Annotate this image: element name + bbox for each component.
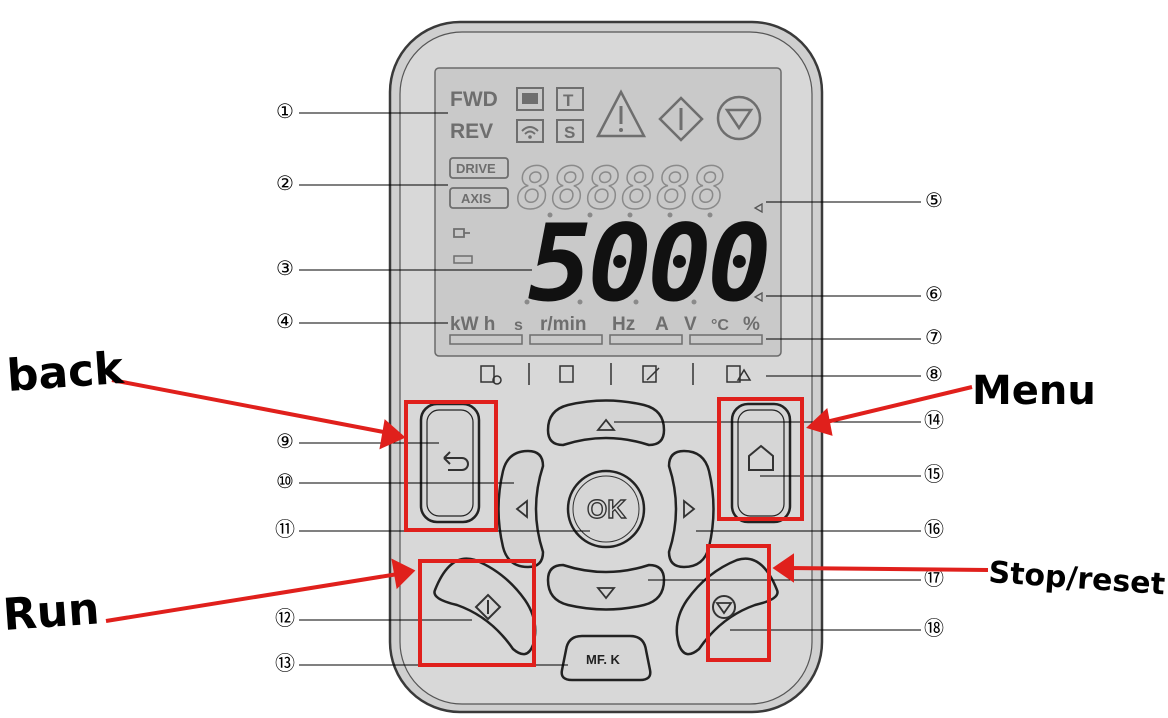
pc-icon: [516, 87, 544, 111]
left-arrow-icon: [515, 499, 528, 519]
menu-arrow-head: [806, 408, 833, 436]
menu-highlight-box: [717, 397, 804, 521]
stop-arrow-head: [772, 553, 794, 583]
menu-annotation: Menu: [972, 368, 1096, 414]
lcd-mode-t: T: [563, 91, 574, 110]
mfk-label: MF. K: [586, 652, 621, 667]
edit-icon: [642, 365, 657, 383]
lcd-axis-label: AXIS: [461, 191, 492, 206]
callout-16: ⑯: [924, 517, 944, 541]
left-button[interactable]: [497, 449, 545, 569]
callout-7: ⑦: [925, 325, 943, 349]
menu-button[interactable]: [730, 402, 792, 524]
unit-rmin: r/min: [540, 314, 586, 335]
stop-highlight-box: [706, 544, 771, 662]
callouts-right: ⑤ ⑥ ⑦ ⑧ ⑭ ⑮ ⑯ ⑰ ⑱: [924, 188, 944, 640]
callout-9: ⑨: [276, 429, 294, 453]
callout-1: ①: [276, 99, 294, 123]
run-key-icon: [474, 593, 502, 621]
callout-3: ③: [276, 256, 294, 280]
dpad: [497, 399, 715, 611]
back-highlight-box: [404, 400, 498, 532]
back-arrow-head: [379, 419, 406, 450]
svg-text:888888: 888888: [516, 154, 726, 222]
segment-display-upper: 888888: [515, 153, 726, 223]
mfk-button[interactable]: [560, 634, 652, 682]
lcd-screen: [434, 67, 782, 357]
callout-13: ⑬: [275, 651, 295, 675]
lcd-main-value: 5000: [528, 202, 767, 325]
right-arrow-icon: [683, 499, 696, 519]
lcd-fwd: FWD: [450, 88, 498, 111]
callout-12: ⑫: [275, 606, 295, 630]
callout-14: ⑭: [924, 408, 944, 432]
callout-17: ⑰: [924, 566, 944, 590]
stop-key-icon: [712, 595, 736, 619]
stop-arrow-line: [787, 566, 989, 572]
unit-hz: Hz: [612, 314, 635, 335]
bar-indicator: [453, 255, 473, 264]
warning-icon: [595, 89, 647, 138]
monitor-icon: [559, 365, 574, 383]
lcd-drive-label: DRIVE: [456, 161, 496, 176]
back-annotation: back: [5, 343, 127, 402]
ok-label: OK: [587, 494, 626, 524]
run-status-icon: [658, 96, 704, 142]
callout-18: ⑱: [924, 616, 944, 640]
back-arrow-icon: [443, 451, 469, 471]
run-arrow-head: [391, 558, 416, 590]
run-highlight-box: [418, 559, 536, 667]
unit-kwh: kW h: [450, 314, 495, 335]
home-icon: [748, 444, 774, 471]
callout-8: ⑧: [925, 362, 943, 386]
callout-2: ②: [276, 171, 294, 195]
up-button[interactable]: [546, 399, 666, 447]
callout-10: ⑩: [276, 469, 294, 493]
unit-s: s: [514, 317, 523, 334]
unit-a: A: [655, 314, 669, 335]
parameter-settings-icon: [480, 365, 495, 383]
unit-degc: °C: [711, 317, 729, 334]
right-button[interactable]: [667, 449, 715, 569]
wifi-icon: [516, 119, 544, 143]
callout-4: ④: [276, 309, 294, 333]
run-annotation: Run: [1, 583, 101, 641]
back-arrow-line: [111, 378, 395, 436]
run-arrow-line: [105, 572, 399, 623]
menu-arrow-line: [821, 385, 973, 425]
menu-icon-row: [480, 363, 752, 385]
unit-v: V: [684, 314, 697, 335]
up-arrow-icon: [596, 418, 616, 431]
fault-record-icon: [726, 365, 741, 383]
down-arrow-icon: [596, 587, 616, 600]
ok-button[interactable]: [566, 469, 646, 549]
callout-6: ⑥: [925, 282, 943, 306]
lcd-rev: REV: [450, 120, 493, 143]
callout-5: ⑤: [925, 188, 943, 212]
connector-icon: [453, 228, 470, 238]
stop-reset-annotation: Stop/reset: [987, 555, 1166, 602]
stop-reset-button[interactable]: [675, 557, 779, 656]
lcd-mode-s: S: [564, 123, 575, 142]
callouts-left: ① ② ③ ④ ⑨ ⑩ ⑪ ⑫ ⑬: [275, 99, 295, 675]
lcd-units: kW h s r/min Hz A V °C %: [450, 314, 760, 335]
unit-percent: %: [743, 314, 760, 335]
callout-15: ⑮: [924, 462, 944, 486]
stop-status-icon: [716, 95, 762, 141]
callout-11: ⑪: [275, 517, 295, 541]
